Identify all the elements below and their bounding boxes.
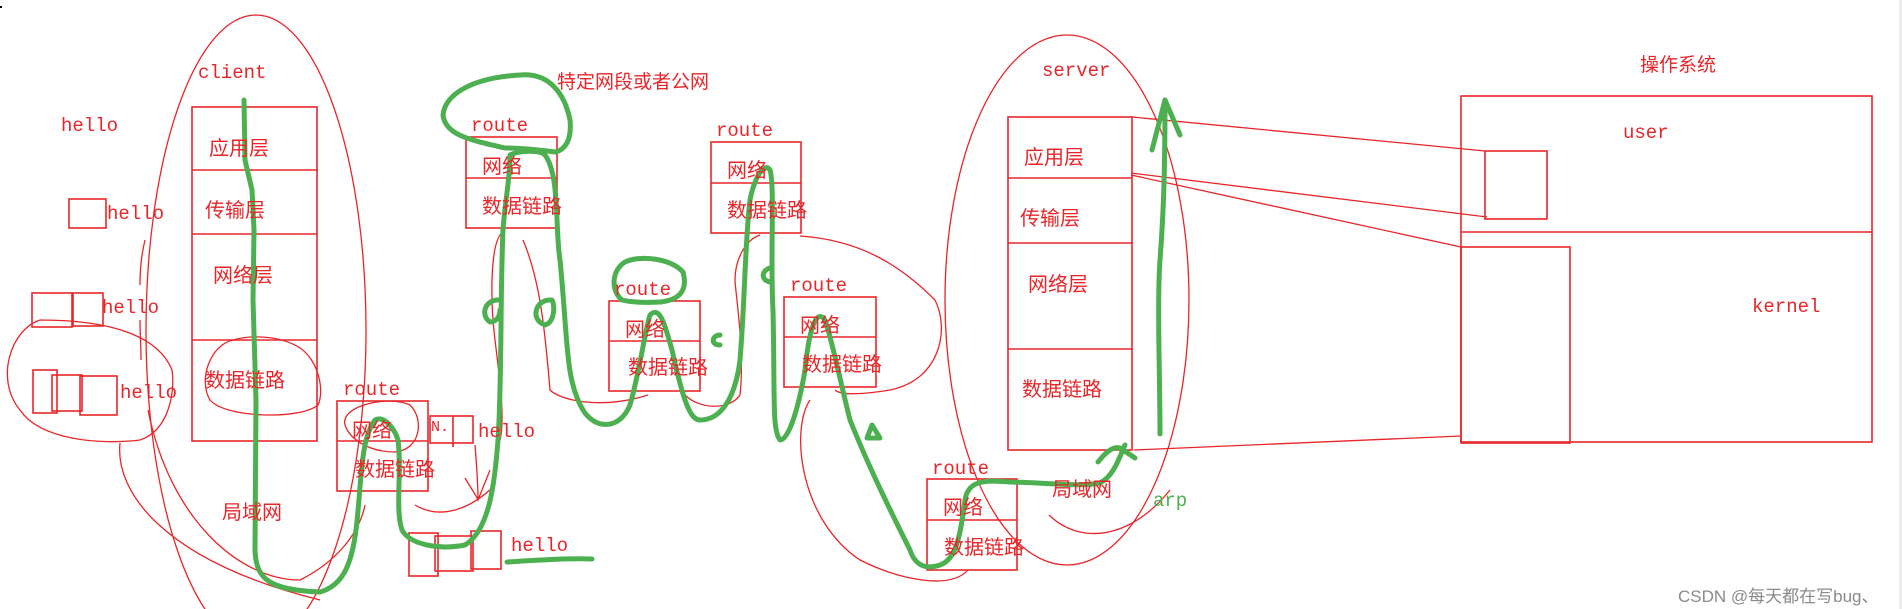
lasso-route-b (440, 72, 573, 155)
packet-header-box (31, 292, 73, 328)
connector-line (1130, 172, 1488, 218)
packet-label: hello (102, 297, 160, 319)
arrow-head (864, 422, 883, 441)
server-stack (1007, 116, 1133, 451)
router-label: route (343, 379, 401, 401)
router-layer-network: 网络 (800, 313, 840, 337)
os-kernel-label: kernel (1752, 296, 1821, 318)
server-layer-datalink: 数据链路 (1022, 377, 1102, 401)
client-layer-datalink: 数据链路 (205, 368, 285, 392)
loop-mark (482, 297, 503, 325)
server-lan-label: 局域网 (1052, 477, 1112, 501)
arrow-strokes (414, 444, 496, 513)
packets-circle (6, 319, 174, 443)
router-layer-network: 网络 (727, 158, 767, 182)
router-layer-network: 网络 (352, 418, 392, 442)
packet-label: hello (511, 535, 569, 557)
loop-mark (760, 265, 773, 285)
router-layer-datalink: 数据链路 (628, 355, 708, 379)
scrollbar-track[interactable] (1899, 0, 1902, 609)
packet-header-box (72, 292, 104, 327)
os-title: 操作系统 (1640, 54, 1717, 76)
header-marker: N. (431, 419, 450, 436)
packet-label: hello (107, 203, 165, 225)
server-label: server (1042, 60, 1111, 82)
stroke (684, 234, 761, 407)
lan-curve (147, 409, 366, 581)
connector-line (1130, 174, 1462, 248)
arrow-head (1149, 97, 1183, 153)
network-title: 特定网段或者公网 (557, 71, 710, 93)
router-layer-datalink: 数据链路 (355, 457, 435, 481)
os-box (1460, 95, 1873, 444)
arp-label: arp (1153, 490, 1188, 512)
packet-label: hello (120, 382, 178, 404)
router-label: route (716, 120, 774, 142)
corner-mark (0, 6, 2, 8)
lan-curve (1048, 489, 1171, 535)
router-label: route (790, 275, 848, 297)
router-layer-datalink: 数据链路 (802, 352, 882, 376)
router-label: route (614, 279, 672, 301)
router-label: route (932, 458, 990, 480)
router-layer-datalink: 数据链路 (944, 535, 1024, 559)
packet-label: hello (61, 115, 119, 137)
client-layer-app: 应用层 (209, 136, 269, 160)
router-layer-network: 网络 (625, 317, 665, 341)
router-f (926, 478, 1018, 571)
packet-header-box (68, 198, 107, 229)
server-layer-transport: 传输层 (1020, 206, 1080, 230)
arrow-head (1095, 445, 1138, 465)
stroke (800, 399, 969, 582)
data-flow-path (241, 97, 1128, 595)
stroke (522, 239, 649, 404)
client-layer-network: 网络层 (213, 263, 273, 287)
router-b (465, 136, 558, 229)
stroke (139, 239, 146, 286)
lan-curve (118, 442, 321, 601)
client-datalink-circle (204, 336, 322, 416)
packet-header-box (32, 369, 58, 414)
router-layer-network: 网络 (943, 495, 983, 519)
packet-header-box (470, 530, 502, 570)
packet-header-box (51, 374, 83, 412)
stroke (799, 235, 942, 395)
stroke (491, 231, 504, 441)
server-layer-app: 应用层 (1024, 145, 1084, 169)
loop-mark (710, 332, 723, 348)
header-box (429, 415, 474, 444)
stroke (139, 319, 142, 361)
server-layer-network: 网络层 (1028, 272, 1088, 296)
router-layer-datalink: 数据链路 (727, 198, 807, 222)
client-label: client (198, 62, 267, 84)
router-layer-datalink: 数据链路 (482, 194, 562, 218)
client-lan-label: 局域网 (222, 500, 282, 524)
connector-line (1131, 116, 1486, 152)
server-ellipse (944, 34, 1190, 566)
packet-header-box (79, 375, 118, 416)
router-label: route (471, 115, 529, 137)
lasso-route-d (611, 255, 687, 305)
connector-line (1133, 435, 1462, 451)
os-user-label: user (1623, 122, 1669, 144)
router-layer-network: 网络 (482, 154, 522, 178)
packet-header-box (434, 535, 474, 572)
client-layer-transport: 传输层 (205, 198, 265, 222)
packet-header-box (408, 532, 439, 577)
client-ellipse (145, 14, 367, 609)
hello-underline (504, 556, 595, 565)
packet-label: hello (478, 421, 536, 443)
watermark: CSDN @每天都在写bug、 (1678, 587, 1879, 606)
loop-mark (533, 297, 557, 328)
server-up-arrow (1156, 97, 1168, 437)
